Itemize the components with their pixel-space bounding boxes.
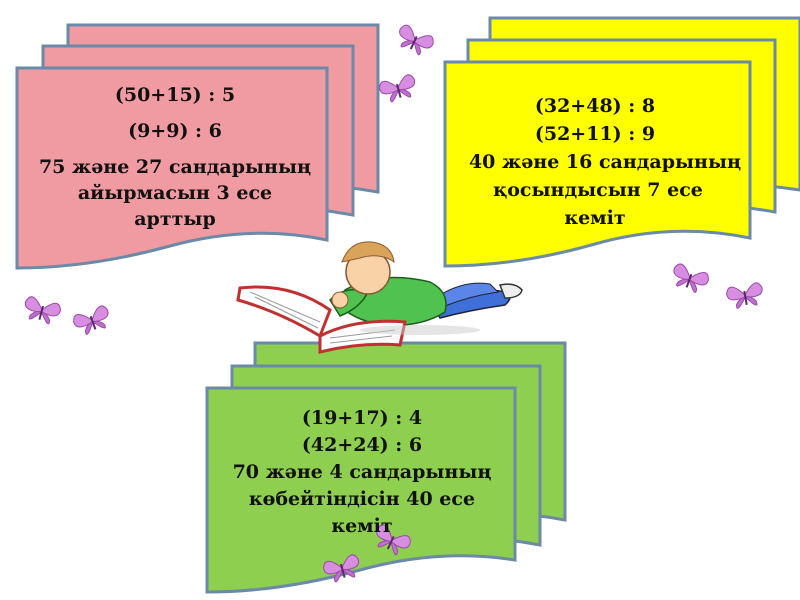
yellow-card-line: (32+48) : 8 bbox=[534, 95, 656, 117]
green-card-line: көбейтіндісін 40 есе bbox=[248, 488, 476, 510]
green-card-text: (19+17) : 4 (42+24) : 6 70 және 4 сандар… bbox=[207, 405, 517, 540]
pink-card-line: айырмасын 3 есе bbox=[77, 182, 273, 204]
yellow-card-text: (32+48) : 8 (52+11) : 9 40 және 16 санда… bbox=[440, 92, 750, 232]
green-card-line: (19+17) : 4 bbox=[301, 407, 423, 429]
butterfly-icon bbox=[392, 22, 437, 60]
butterfly-icon bbox=[668, 261, 712, 297]
pink-card-line: 75 және 27 сандарының bbox=[38, 156, 312, 178]
butterfly-icon bbox=[724, 280, 766, 311]
pink-card-line: (50+15) : 5 bbox=[114, 84, 236, 106]
yellow-card-line: кеміт bbox=[564, 207, 626, 229]
yellow-card-front bbox=[443, 60, 752, 268]
pink-card-line: (9+9) : 6 bbox=[128, 120, 222, 142]
reading-boy-illustration bbox=[236, 241, 523, 354]
pink-card-stack bbox=[15, 23, 380, 270]
butterfly-icon bbox=[20, 294, 64, 328]
yellow-card-line: қосындысын 7 есе bbox=[493, 179, 703, 201]
yellow-card-line: (52+11) : 9 bbox=[534, 123, 656, 145]
green-card-line: 70 және 4 сандарының bbox=[232, 461, 492, 483]
green-card-line: (42+24) : 6 bbox=[301, 434, 423, 456]
green-card-stack bbox=[205, 341, 567, 594]
pink-card-front bbox=[15, 66, 329, 270]
green-card-front bbox=[205, 386, 517, 594]
pink-card-line: арттыр bbox=[134, 208, 216, 230]
butterfly-icon bbox=[70, 303, 114, 339]
yellow-card-stack bbox=[443, 16, 800, 268]
butterfly-icon bbox=[376, 72, 420, 106]
yellow-card-line: 40 және 16 сандарының bbox=[468, 151, 742, 173]
green-card-line: кеміт bbox=[331, 515, 393, 537]
pink-card-text: (50+15) : 5 (9+9) : 6 75 және 27 сандары… bbox=[25, 82, 325, 232]
